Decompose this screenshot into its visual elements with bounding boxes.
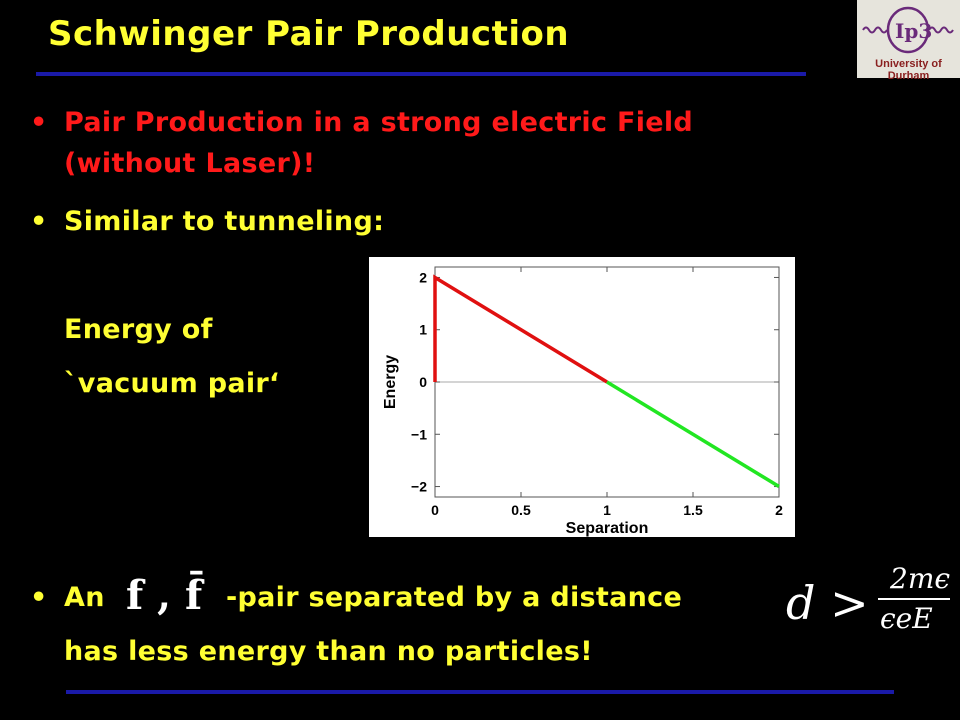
- bullet-dot-3: •: [30, 582, 48, 613]
- y-tick-label: −2: [411, 479, 427, 495]
- bullet-3-prefix: An: [64, 582, 105, 613]
- inequality-lhs: d >: [786, 576, 869, 630]
- bullet-1-line-1: Pair Production in a strong electric Fie…: [64, 107, 694, 138]
- title-underline: [36, 72, 806, 76]
- series-line-1: [606, 380, 780, 489]
- footer-rule: [66, 690, 894, 694]
- y-tick-label: 1: [419, 322, 427, 338]
- energy-label-line-1: Energy of: [64, 314, 213, 345]
- bullet-dot-1: •: [30, 107, 48, 138]
- fraction-numerator: 2mϵ: [890, 562, 951, 595]
- energy-label-line-2: `vacuum pair‘: [64, 368, 280, 399]
- y-axis-label: Energy: [382, 355, 399, 409]
- bullet-2-text: Similar to tunneling:: [64, 206, 385, 237]
- logo-mark: Ip3: [895, 19, 932, 43]
- x-tick-label: 1.5: [683, 502, 703, 518]
- y-tick-label: −1: [411, 426, 427, 442]
- fraction-bar: [878, 598, 950, 600]
- university-logo: Ip3 University of Durham: [857, 0, 960, 82]
- x-axis-label: Separation: [566, 520, 649, 537]
- logo-caption: University of Durham: [875, 58, 942, 82]
- x-tick-label: 1: [603, 502, 611, 518]
- x-tick-label: 0: [431, 502, 439, 518]
- bullet-3-line-2: has less energy than no particles!: [64, 636, 593, 667]
- slide-title: Schwinger Pair Production: [48, 14, 570, 54]
- fraction-denominator: ϵeE: [880, 602, 933, 635]
- y-tick-label: 2: [419, 269, 427, 285]
- bullet-1-line-2: (without Laser)!: [64, 148, 316, 179]
- x-tick-label: 0.5: [511, 502, 531, 518]
- series-line-0: [433, 274, 608, 384]
- bullet-dot-2: •: [30, 206, 48, 237]
- bullet-3-pair-text: -pair separated by a distance: [226, 582, 683, 613]
- fermion-pair-formula: f , f̄: [126, 572, 203, 619]
- x-tick-label: 2: [775, 502, 783, 518]
- y-tick-label: 0: [419, 374, 427, 390]
